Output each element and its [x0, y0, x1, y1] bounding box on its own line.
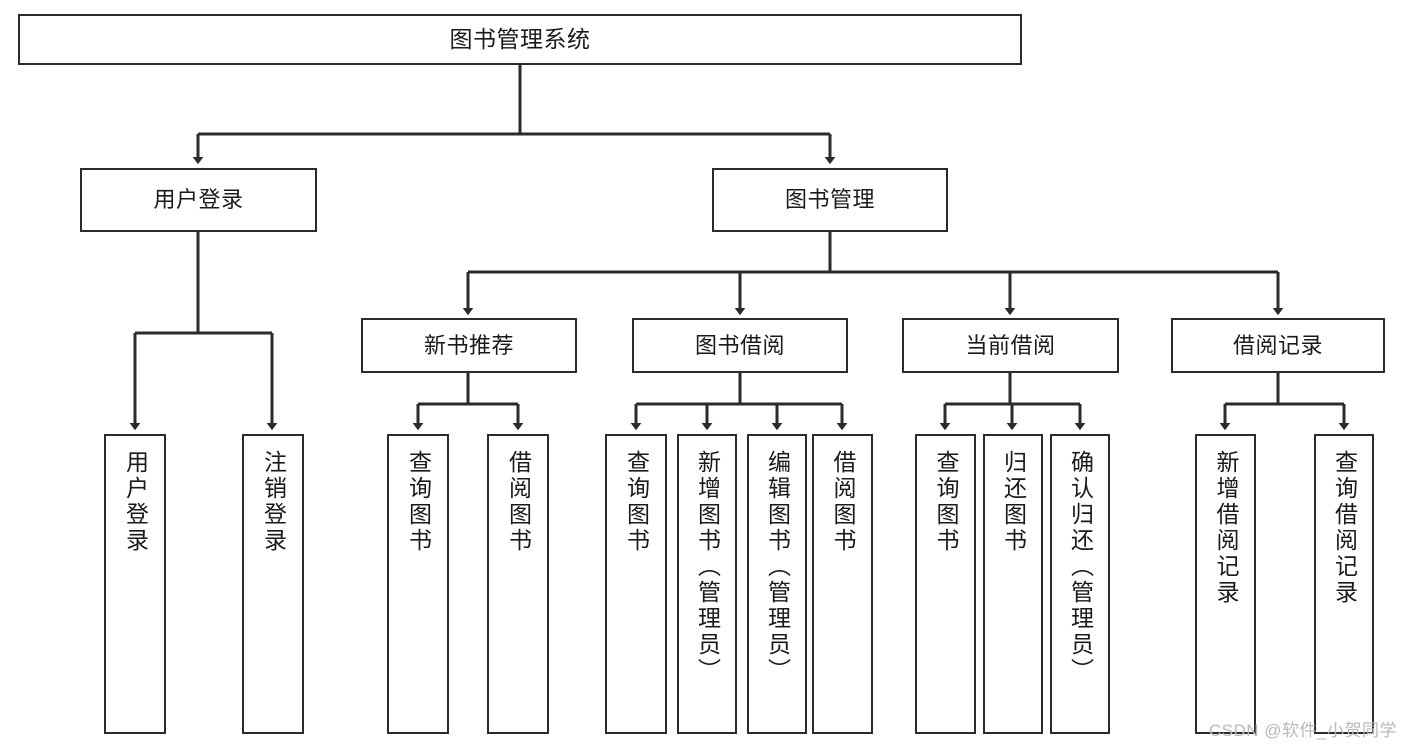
node-leaf-add-book-label: 新增图书（管理员） [694, 450, 721, 684]
node-leaf-user-login-label: 用户登录 [122, 450, 149, 554]
node-leaf-confirm-return-label: 确认归还（管理员） [1067, 450, 1094, 684]
node-leaf-query-record[interactable]: 查询借阅记录 [1314, 434, 1374, 734]
node-root[interactable]: 图书管理系统 [18, 14, 1022, 65]
node-user-login-label: 用户登录 [153, 187, 244, 213]
node-leaf-borrow-book-2-label: 借阅图书 [830, 450, 856, 554]
node-leaf-borrow-book-1-label: 借阅图书 [505, 450, 532, 554]
node-user-login[interactable]: 用户登录 [80, 168, 317, 232]
csdn-watermark: CSDN @软件_小贺同学 [1208, 721, 1397, 740]
node-leaf-add-record[interactable]: 新增借阅记录 [1195, 434, 1256, 734]
node-leaf-query-book-3[interactable]: 查询图书 [915, 434, 976, 734]
node-leaf-query-record-label: 查询借阅记录 [1331, 450, 1358, 606]
node-leaf-query-book-2-label: 查询图书 [623, 450, 650, 554]
node-new-book-rec-label: 新书推荐 [423, 332, 514, 358]
node-leaf-query-book-3-label: 查询图书 [933, 450, 959, 554]
node-leaf-borrow-book-2[interactable]: 借阅图书 [812, 434, 873, 734]
node-leaf-add-book[interactable]: 新增图书（管理员） [677, 434, 737, 734]
node-leaf-user-logout-label: 注销登录 [260, 450, 287, 554]
node-leaf-return-book-label: 归还图书 [1000, 450, 1027, 554]
node-leaf-edit-book-label: 编辑图书（管理员） [764, 450, 791, 684]
node-borrow-record[interactable]: 借阅记录 [1171, 318, 1385, 373]
node-leaf-borrow-book-1[interactable]: 借阅图书 [487, 434, 549, 734]
node-book-manage[interactable]: 图书管理 [712, 168, 948, 232]
node-leaf-query-book-1-label: 查询图书 [405, 450, 432, 554]
node-book-manage-label: 图书管理 [784, 187, 875, 213]
node-leaf-edit-book[interactable]: 编辑图书（管理员） [747, 434, 807, 734]
node-leaf-return-book[interactable]: 归还图书 [983, 434, 1043, 734]
node-leaf-add-record-label: 新增借阅记录 [1213, 450, 1239, 606]
node-current-borrow-label: 当前借阅 [965, 332, 1056, 358]
node-leaf-query-book-2[interactable]: 查询图书 [605, 434, 667, 734]
node-leaf-query-book-1[interactable]: 查询图书 [387, 434, 449, 734]
node-leaf-user-login[interactable]: 用户登录 [104, 434, 166, 734]
node-root-label: 图书管理系统 [449, 25, 591, 52]
node-leaf-user-logout[interactable]: 注销登录 [242, 434, 304, 734]
node-book-borrow[interactable]: 图书借阅 [632, 318, 848, 373]
node-new-book-rec[interactable]: 新书推荐 [361, 318, 577, 373]
node-book-borrow-label: 图书借阅 [694, 332, 785, 358]
node-borrow-record-label: 借阅记录 [1232, 332, 1323, 358]
node-current-borrow[interactable]: 当前借阅 [902, 318, 1119, 373]
node-leaf-confirm-return[interactable]: 确认归还（管理员） [1050, 434, 1110, 734]
